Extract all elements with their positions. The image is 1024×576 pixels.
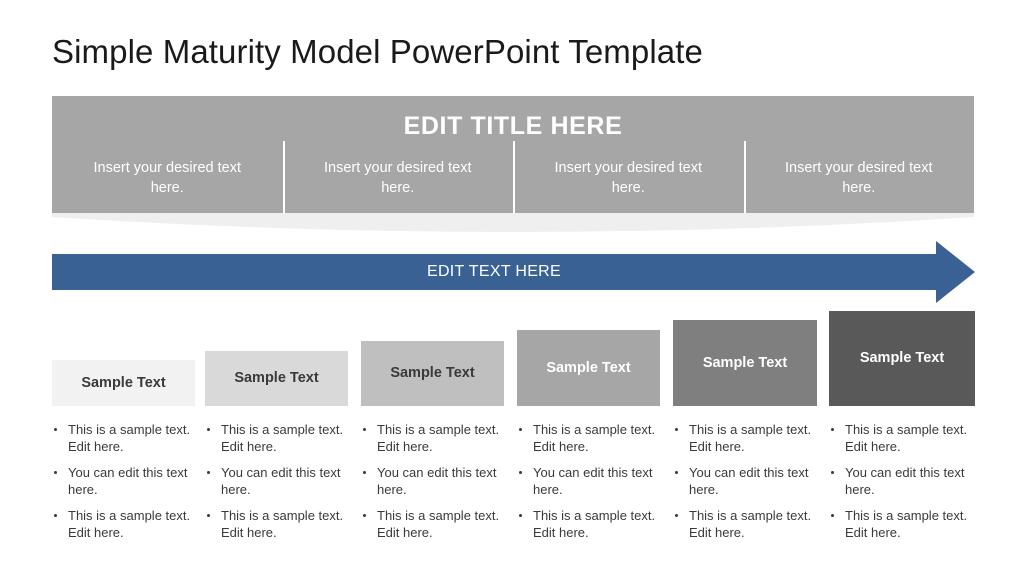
list-item: This is a sample text. Edit here. <box>361 421 510 455</box>
list-item: You can edit this text here. <box>361 464 510 498</box>
list-item: This is a sample text. Edit here. <box>829 507 981 541</box>
list-item: This is a sample text. Edit here. <box>673 507 823 541</box>
step-box-6[interactable]: Sample Text <box>829 311 975 406</box>
list-item: You can edit this text here. <box>205 464 354 498</box>
banner-column[interactable]: Insert your desired text here. <box>743 141 975 215</box>
progress-arrow[interactable]: EDIT TEXT HERE <box>52 241 975 303</box>
step-label: Sample Text <box>702 354 788 371</box>
bullet-list-2: This is a sample text. Edit here. You ca… <box>205 421 354 541</box>
step-box-3[interactable]: Sample Text <box>361 341 504 406</box>
banner-column-text: Insert your desired text here. <box>324 160 472 196</box>
banner-title: EDIT TITLE HERE <box>403 112 623 140</box>
banner-column-text: Insert your desired text here. <box>785 160 933 196</box>
page-title: Simple Maturity Model PowerPoint Templat… <box>52 33 703 70</box>
step-label: Sample Text <box>234 370 319 386</box>
step-label: Sample Text <box>859 350 945 366</box>
bullet-list-3: This is a sample text. Edit here. You ca… <box>361 421 510 541</box>
list-item: You can edit this text here. <box>52 464 201 498</box>
step-box-1[interactable]: Sample Text <box>52 360 195 406</box>
bullet-list-1: This is a sample text. Edit here. You ca… <box>52 421 201 541</box>
banner-column[interactable]: Insert your desired text here. <box>282 141 514 215</box>
step-box-4[interactable]: Sample Text <box>517 330 660 406</box>
list-item: This is a sample text. Edit here. <box>361 507 510 541</box>
list-item: This is a sample text. Edit here. <box>829 421 981 455</box>
bullet-list-6: This is a sample text. Edit here. You ca… <box>829 421 981 541</box>
right-arrow-icon <box>52 241 975 303</box>
banner-column[interactable]: Insert your desired text here. <box>52 141 283 215</box>
banner-column-text: Insert your desired text here. <box>554 160 703 196</box>
step-label: Sample Text <box>390 365 475 381</box>
list-item: You can edit this text here. <box>673 464 823 498</box>
bullet-list-4: This is a sample text. Edit here. You ca… <box>517 421 666 541</box>
list-item: This is a sample text. Edit here. <box>517 421 666 455</box>
list-item: This is a sample text. Edit here. <box>673 421 823 455</box>
list-item: This is a sample text. Edit here. <box>205 507 354 541</box>
banner-column[interactable]: Insert your desired text here. <box>513 141 744 215</box>
list-item: This is a sample text. Edit here. <box>52 507 201 541</box>
step-box-2[interactable]: Sample Text <box>205 351 348 406</box>
bullet-list-5: This is a sample text. Edit here. You ca… <box>673 421 823 541</box>
step-box-5[interactable]: Sample Text <box>673 320 817 406</box>
step-label: Sample Text <box>81 374 166 391</box>
banner-column-list: Insert your desired text here. Insert yo… <box>52 141 974 215</box>
list-item: This is a sample text. Edit here. <box>517 507 666 541</box>
list-item: This is a sample text. Edit here. <box>205 421 354 455</box>
step-label: Sample Text <box>546 359 631 376</box>
header-banner[interactable]: EDIT TITLE HERE Insert your desired text… <box>52 96 974 215</box>
list-item: This is a sample text. Edit here. <box>52 421 201 455</box>
banner-column-text: Insert your desired text here. <box>93 160 242 196</box>
list-item: You can edit this text here. <box>829 464 981 498</box>
list-item: You can edit this text here. <box>517 464 666 498</box>
arrow-label: EDIT TEXT HERE <box>426 263 561 280</box>
